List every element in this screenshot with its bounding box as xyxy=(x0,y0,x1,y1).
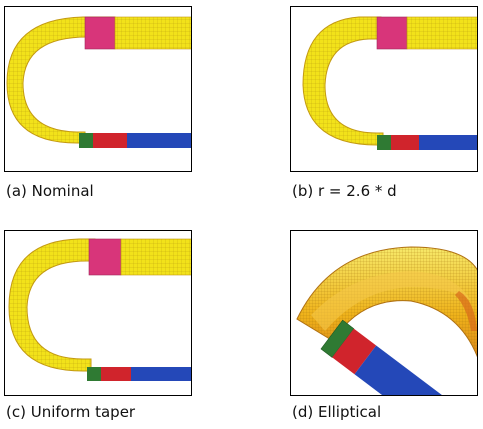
bent-tube-radius-render xyxy=(302,16,477,150)
bent-tube-elliptical-render xyxy=(296,246,477,395)
panel-a-nominal xyxy=(4,6,192,172)
panel-b-radius xyxy=(290,6,478,172)
bent-tube-taper-render xyxy=(8,238,191,381)
caption-b: (b) r = 2.6 * d xyxy=(292,182,397,200)
bent-tube-nominal-render xyxy=(6,16,191,148)
caption-a: (a) Nominal xyxy=(6,182,94,200)
caption-c: (c) Uniform taper xyxy=(6,403,136,421)
caption-d: (d) Elliptical xyxy=(292,403,382,421)
panel-d-elliptical xyxy=(290,230,478,396)
panel-c-taper xyxy=(4,230,192,396)
